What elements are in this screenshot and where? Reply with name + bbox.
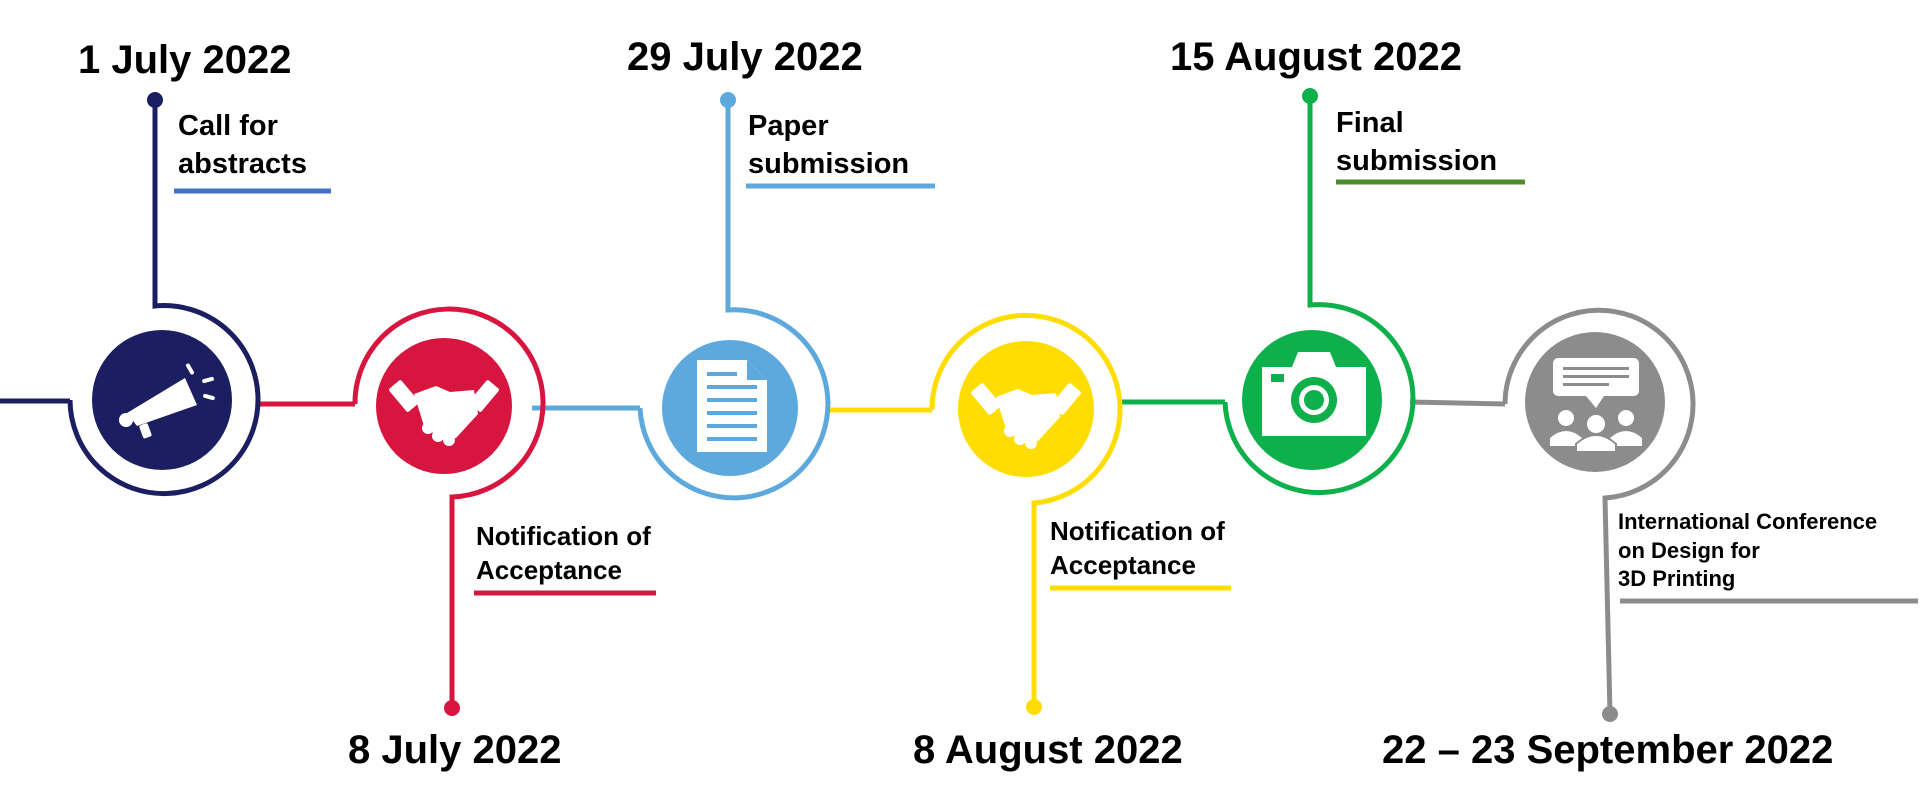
milestone-1-label-line-2: abstracts [178, 147, 307, 180]
milestone-6-label: International Conference on Design for 3… [1618, 508, 1877, 594]
milestone-6-label-line-3: 3D Printing [1618, 566, 1736, 592]
document-icon [697, 360, 767, 452]
milestone-5-node [1222, 88, 1416, 496]
milestone-4-label: Notification of Acceptance [1050, 515, 1225, 583]
milestone-2-node [352, 306, 546, 716]
milestone-6-node [1502, 307, 1696, 722]
milestone-2-label: Notification of Acceptance [476, 520, 651, 588]
milestone-5-date: 15 August 2022 [1170, 35, 1462, 79]
milestone-5-label: Final submission [1336, 105, 1497, 180]
milestone-4-node [929, 312, 1123, 715]
milestone-6-label-line-1: International Conference [1618, 509, 1878, 534]
milestone-3-node [637, 92, 831, 501]
milestone-2-date: 8 July 2022 [348, 728, 562, 772]
milestone-4-label-line-2: Acceptance [1050, 549, 1196, 580]
milestone-6-label-line-2: on Design for [1618, 537, 1760, 563]
milestone-3-label: Paper submission [748, 108, 909, 183]
milestone-2-label-line-1: Notification of [476, 521, 651, 551]
megaphone-icon [119, 363, 215, 439]
milestone-1-label: Call for abstracts [178, 108, 307, 183]
milestone-2-label-line-2: Acceptance [476, 554, 622, 585]
milestone-4-date: 8 August 2022 [913, 728, 1183, 772]
conference-icon [1550, 358, 1642, 453]
milestone-1-node [67, 92, 261, 497]
connector-5-6 [1409, 399, 1506, 407]
milestone-4-label-line-1: Notification of [1050, 516, 1225, 546]
milestone-5-label-line-2: submission [1336, 144, 1498, 177]
milestone-3-date: 29 July 2022 [627, 35, 863, 79]
milestone-5-label-line-1: Final [1336, 107, 1404, 139]
milestone-3-label-line-2: submission [748, 147, 910, 180]
milestone-1-date: 1 July 2022 [78, 38, 292, 82]
milestone-3-label-line-1: Paper [748, 110, 829, 142]
camera-icon [1262, 352, 1366, 436]
milestone-6-date: 22 – 23 September 2022 [1382, 728, 1834, 772]
handshake-icon [389, 380, 499, 446]
handshake-icon [971, 383, 1081, 449]
milestone-1-label-line-1: Call for [178, 110, 278, 142]
